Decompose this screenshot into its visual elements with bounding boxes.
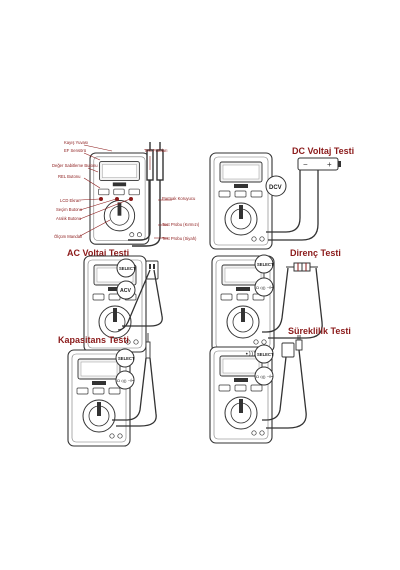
- battery-icon: − +: [297, 157, 341, 171]
- label-probe-holder: Kayış Yuvası: [64, 140, 88, 145]
- badge-acv: ACV: [120, 288, 131, 294]
- resistor-icon: [286, 262, 318, 272]
- label-dial: Ölçüm Mandalı: [54, 234, 82, 239]
- label-backlight-button: Aralık Butonu: [56, 216, 82, 221]
- label-lcd: LCD Ekran: [60, 198, 81, 203]
- capacitor-icon: [145, 333, 151, 359]
- svg-text:−: −: [303, 160, 308, 169]
- callout-lines: [79, 144, 172, 239]
- plug-icon: [281, 335, 303, 358]
- panel-title-resistance: Direnç Testi: [290, 248, 341, 258]
- badge-dcv: DCV: [269, 185, 282, 191]
- panel-capacitance: Kapasitans Testi SELECT Ω •))) ⊣⊢: [58, 333, 157, 447]
- label-select-button: Seçim Butonu: [56, 207, 83, 212]
- test-leads: [266, 170, 319, 241]
- panel-title-continuity: Süreklilik Testi: [288, 326, 351, 336]
- badge-select-ac: SELECT: [119, 266, 136, 271]
- label-finger-guard: Parmak Koruyucu: [162, 196, 196, 201]
- multimeter-illustration: [89, 152, 150, 245]
- panel-continuity: Süreklilik Testi •))) SELECT Ω •))) ⊣⊢: [209, 326, 351, 444]
- test-leads: [262, 349, 307, 429]
- test-leads: [117, 269, 163, 331]
- badge-ohm-capacitance: Ω •))) ⊣⊢: [117, 378, 135, 383]
- badge-ohm-continuity: Ω •))) ⊣⊢: [256, 374, 274, 379]
- panel-title-dc: DC Voltaj Testi: [292, 146, 354, 156]
- label-probe-black: Test Probu (Siyah): [162, 236, 197, 241]
- badge-ohm-resistance: Ω •))) ⊣⊢: [256, 285, 274, 290]
- label-rel-button: REL Butonu: [58, 174, 81, 179]
- badge-select-resistance: SELECT: [257, 262, 274, 267]
- label-hold-button: Değer Sabitleme Butonu: [52, 163, 98, 168]
- test-leads: [112, 357, 157, 427]
- panel-title-capacitance: Kapasitans Testi: [58, 335, 129, 345]
- panel-ac-voltage: AC Voltaj Testi SELECT ACV: [67, 248, 163, 353]
- panel-title-ac: AC Voltaj Testi: [67, 248, 129, 258]
- panel-parts-diagram: Kayış Yuvası EF Sensörü Değer Sabitleme …: [52, 140, 200, 247]
- label-probe-red: Test Probu (Kırmızı): [162, 222, 200, 227]
- label-ef-sensor: EF Sensörü: [64, 148, 87, 153]
- sound-wave-icon: •))): [245, 351, 256, 358]
- panel-dc-voltage: DC Voltaj Testi − + DCV: [209, 146, 354, 250]
- panel-resistance: Direnç Testi SELECT Ω •))) ⊣⊢: [211, 248, 341, 353]
- svg-text:+: +: [327, 160, 332, 169]
- badge-select-capacitance: SELECT: [118, 356, 135, 361]
- badge-select-continuity: SELECT: [257, 352, 274, 357]
- label-test-leads: Test Probları: [144, 148, 168, 153]
- multimeter-illustration: [209, 152, 273, 250]
- test-leads: [262, 267, 323, 339]
